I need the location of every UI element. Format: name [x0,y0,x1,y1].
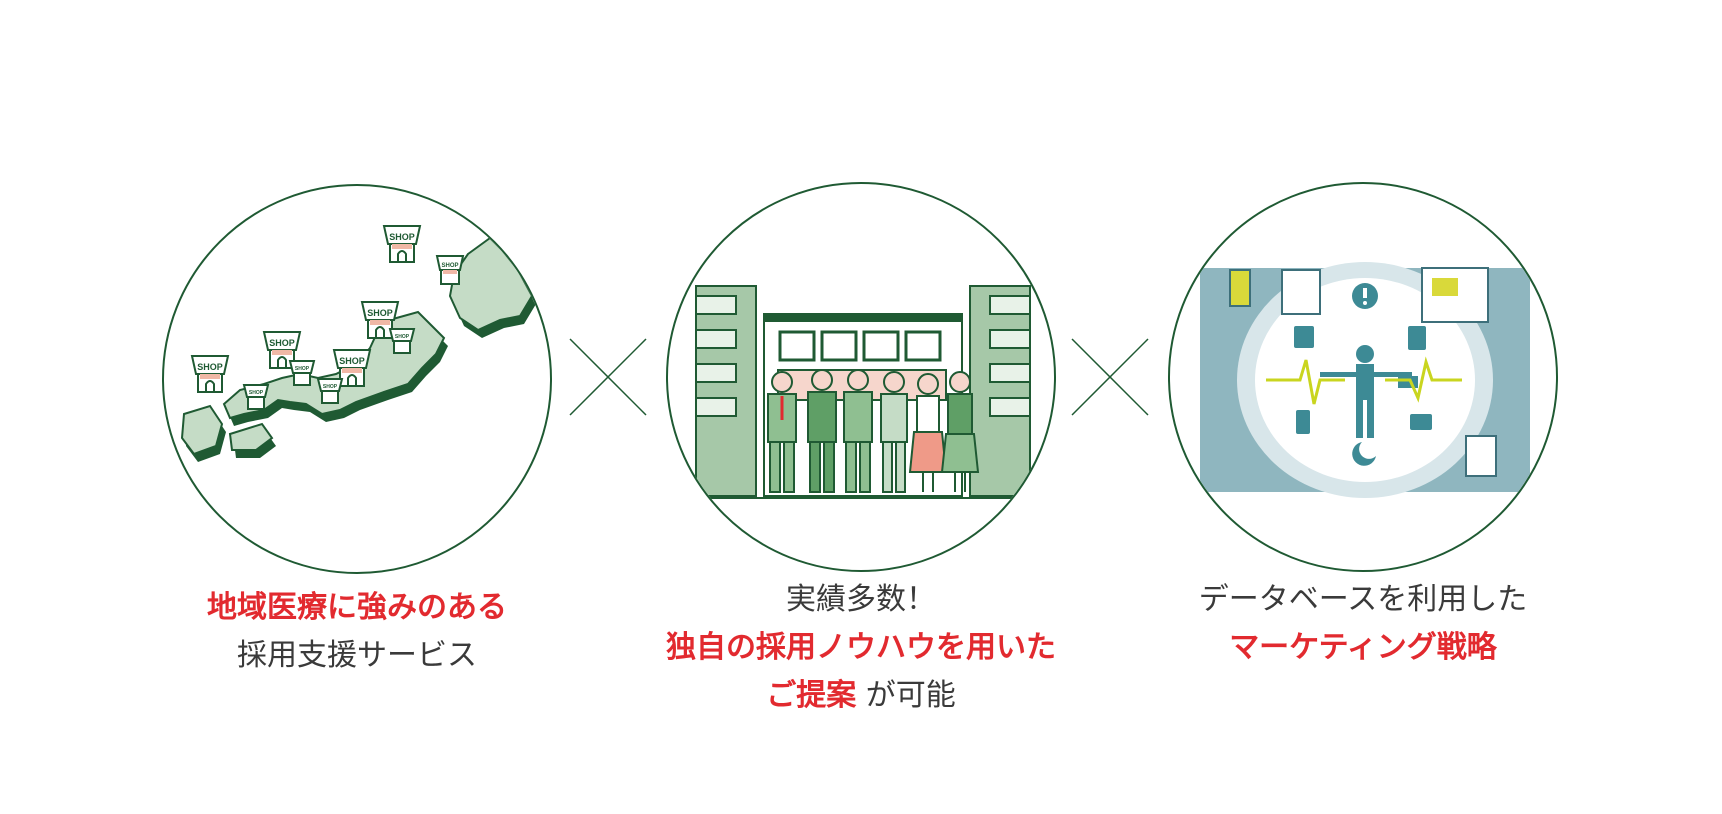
caption-recruitment-knowhow: 実績多数！ 独自の採用ノウハウを用いた ご提案 が可能 [601,576,1121,720]
shop-label: SHOP [295,366,310,372]
marketing-data-image [1168,182,1558,572]
caption-subline: 採用支援サービス [237,638,477,673]
caption-headline: 地域医療に強みのある [207,590,507,625]
caption-headline: マーケティング戦略 [1229,630,1497,665]
caption-highlight: ご提案 [766,678,857,713]
caption-subline: データベースを利用した [1198,582,1528,617]
shop-label: SHOP [197,362,223,372]
business-team-illustration [688,285,1038,499]
shop-label: SHOP [395,334,410,340]
shop-label: SHOP [441,263,458,269]
shop-label: SHOP [389,232,415,242]
caption-suffix: が可能 [865,678,956,713]
japan-map-illustration: SHOP SHOP SHOP SHOP [180,225,536,462]
caption-subline: 実績多数！ [786,582,936,617]
shop-label: SHOP [339,356,365,366]
business-team-image [666,182,1056,572]
times-icon [568,337,648,417]
caption-headline: 独自の採用ノウハウを用いた [666,630,1056,665]
japan-map-image: SHOP SHOP SHOP SHOP [162,184,552,574]
times-icon [1070,337,1150,417]
shop-label: SHOP [249,390,264,396]
shop-label: SHOP [367,308,393,318]
caption-marketing-strategy: データベースを利用した マーケティング戦略 [1103,576,1623,672]
marketing-data-illustration [1200,262,1530,498]
shop-label: SHOP [269,338,295,348]
caption-local-medical: 地域医療に強みのある 採用支援サービス [97,584,617,680]
shop-label: SHOP [323,384,338,390]
